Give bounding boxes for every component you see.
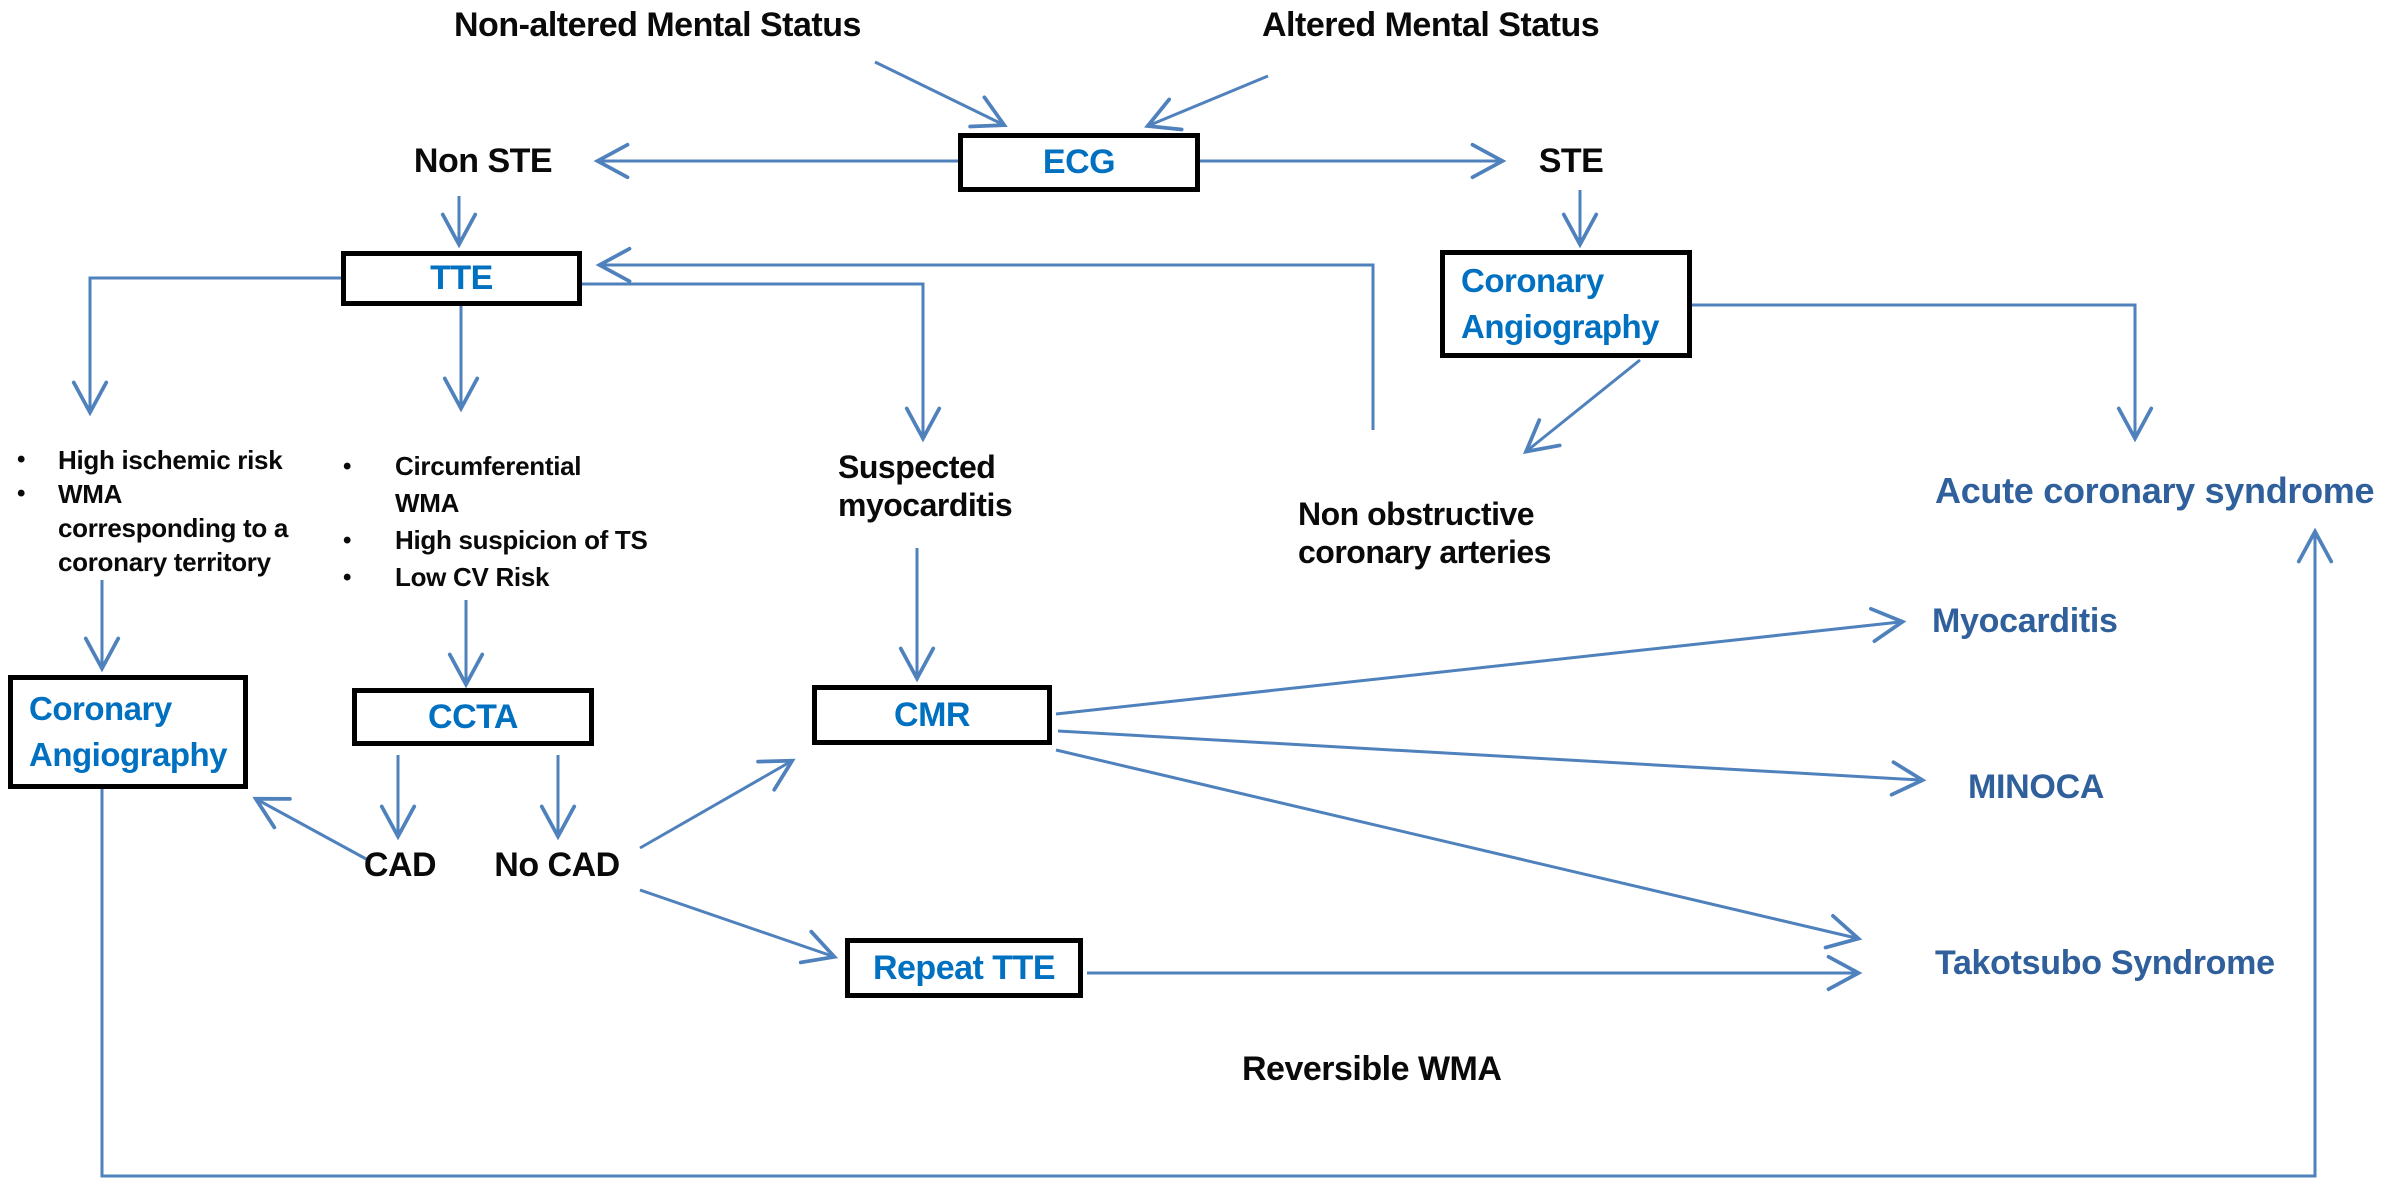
arrow-altered-to-ecg — [1144, 74, 1269, 132]
arrow-coronary-angiography-right-to-non-obstructive — [1522, 358, 1641, 455]
node-tte: TTE — [341, 251, 582, 306]
outcome-acute-coronary-syndrome: Acute coronary syndrome — [1935, 470, 2375, 511]
arrow-coronary-angiography-left-to-acs-loop — [100, 527, 2334, 1178]
criteria-item: coronary territory — [58, 547, 271, 577]
label-cad: CAD — [363, 846, 437, 884]
label-suspected-myocarditis: Suspected myocarditis — [838, 449, 1013, 523]
outcome-takotsubo-syndrome: Takotsubo Syndrome — [1935, 944, 2275, 982]
node-coronary-angiography-right: Coronary Angiography — [1440, 250, 1692, 358]
arrow-cad-to-coronary-angiography-left — [252, 796, 369, 862]
bullet-icon: • — [17, 446, 26, 473]
node-coronary-angiography-left: Coronary Angiography — [8, 675, 248, 789]
criteria-list-high-ischemic-risk: •High ischemic risk •WMA corresponding t… — [17, 443, 288, 579]
node-ccta: CCTA — [352, 688, 594, 746]
criteria-list-ccta-candidates: •Circumferential WMA •High suspicion of … — [343, 448, 648, 596]
bullet-icon: • — [17, 480, 26, 507]
bullet-icon: • — [343, 527, 352, 554]
criteria-item: •High suspicion of TS — [343, 522, 648, 559]
node-coronary-angiography-right-line2: Angiography — [1461, 308, 1660, 345]
label-reversible-wma: Reversible WMA — [1242, 1050, 1502, 1088]
node-coronary-angiography-left-line1: Coronary — [29, 690, 172, 727]
label-no-cad: No CAD — [494, 846, 620, 884]
node-repeat-tte: Repeat TTE — [845, 938, 1083, 998]
label-non-obstructive-coronary-arteries: Non obstructive coronary arteries — [1298, 496, 1551, 570]
criteria-item: corresponding to a — [58, 513, 289, 543]
criteria-item: WMA — [395, 488, 460, 518]
arrow-cmr-to-minoca — [1057, 729, 1927, 797]
arrow-non-obstructive-to-tte — [595, 246, 1375, 430]
outcome-minoca: MINOCA — [1968, 768, 2105, 806]
label-altered-mental-status: Altered Mental Status — [1262, 6, 1600, 44]
arrow-no-cad-to-cmr — [639, 758, 796, 850]
node-cmr: CMR — [812, 685, 1052, 745]
arrow-tte-to-left-criteria — [71, 276, 341, 417]
node-ecg: ECG — [958, 133, 1200, 192]
arrow-non-altered-to-ecg — [874, 60, 1008, 129]
criteria-item: •WMA — [17, 479, 123, 509]
arrow-cmr-to-takotsubo — [1055, 748, 1863, 950]
outcome-myocarditis: Myocarditis — [1932, 602, 2118, 640]
label-non-ste: Non STE — [413, 142, 553, 180]
bullet-icon: • — [343, 453, 352, 480]
criteria-item: •High ischemic risk — [17, 445, 283, 475]
node-coronary-angiography-right-line1: Coronary — [1461, 262, 1604, 299]
criteria-item: •Low CV Risk — [343, 559, 648, 596]
bullet-icon: • — [343, 564, 352, 591]
arrow-coronary-angiography-right-to-acs — [1692, 303, 2154, 443]
arrow-cmr-to-myocarditis — [1055, 606, 1907, 716]
label-ste: STE — [1538, 142, 1604, 180]
node-coronary-angiography-left-line2: Angiography — [29, 736, 228, 773]
criteria-item: •Circumferential — [343, 448, 648, 485]
label-non-altered-mental-status: Non-altered Mental Status — [454, 6, 861, 44]
arrow-tte-to-suspected-myocarditis — [582, 282, 942, 443]
arrow-no-cad-to-repeat-tte — [639, 888, 839, 965]
